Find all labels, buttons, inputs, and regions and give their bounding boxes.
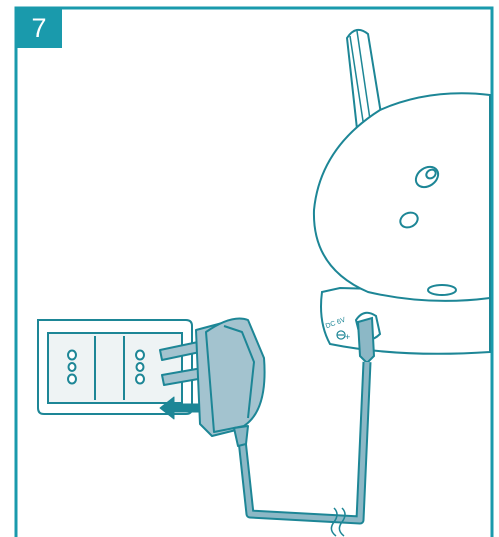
outlet-right bbox=[135, 349, 145, 385]
step-number-badge: 7 bbox=[31, 12, 47, 43]
power-adapter bbox=[159, 317, 266, 447]
camera-sensor bbox=[399, 211, 419, 229]
camera-lens-inner bbox=[425, 168, 437, 180]
cable-break-mark-2 bbox=[338, 507, 346, 537]
cable-line-fill bbox=[239, 361, 370, 523]
frame-border bbox=[14, 6, 494, 537]
camera-slot bbox=[427, 284, 457, 296]
polarity-symbol-icon bbox=[336, 330, 346, 340]
camera-head bbox=[312, 92, 491, 302]
camera-antenna-ridge bbox=[349, 35, 366, 135]
cable-break-mark bbox=[330, 507, 338, 537]
wall-socket bbox=[37, 319, 193, 415]
insert-arrow-icon bbox=[159, 396, 203, 420]
outlet-left bbox=[67, 349, 77, 385]
camera bbox=[312, 28, 491, 355]
power-cable bbox=[237, 316, 376, 537]
adapter-body bbox=[205, 317, 266, 433]
step-badge-background bbox=[16, 8, 62, 48]
adapter-edge bbox=[223, 325, 255, 419]
camera-polarity-label: + bbox=[345, 332, 350, 342]
cable-camera-plug bbox=[356, 316, 376, 363]
adapter-strain-relief bbox=[233, 425, 249, 447]
